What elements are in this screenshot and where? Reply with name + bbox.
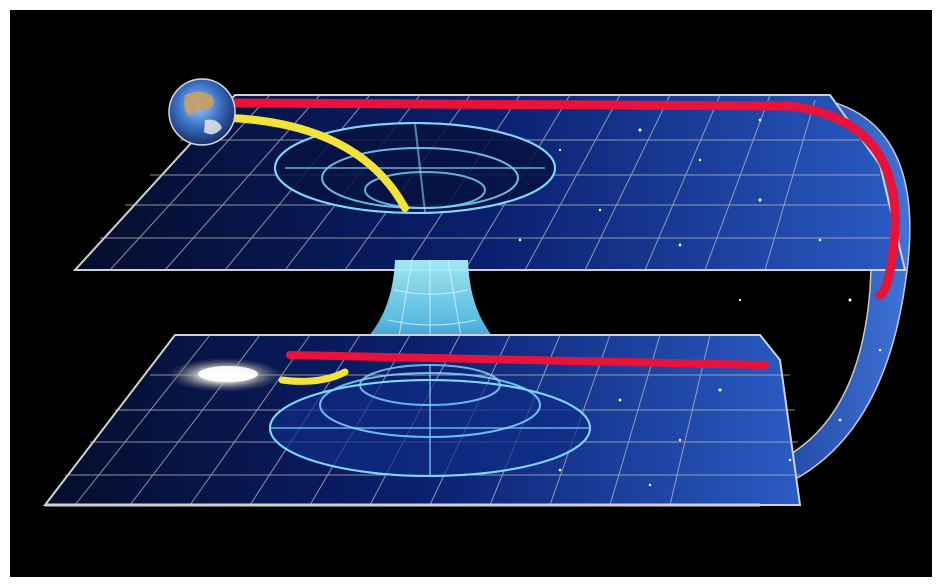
- earth-icon: [169, 79, 235, 145]
- galaxy-icon: [167, 358, 283, 392]
